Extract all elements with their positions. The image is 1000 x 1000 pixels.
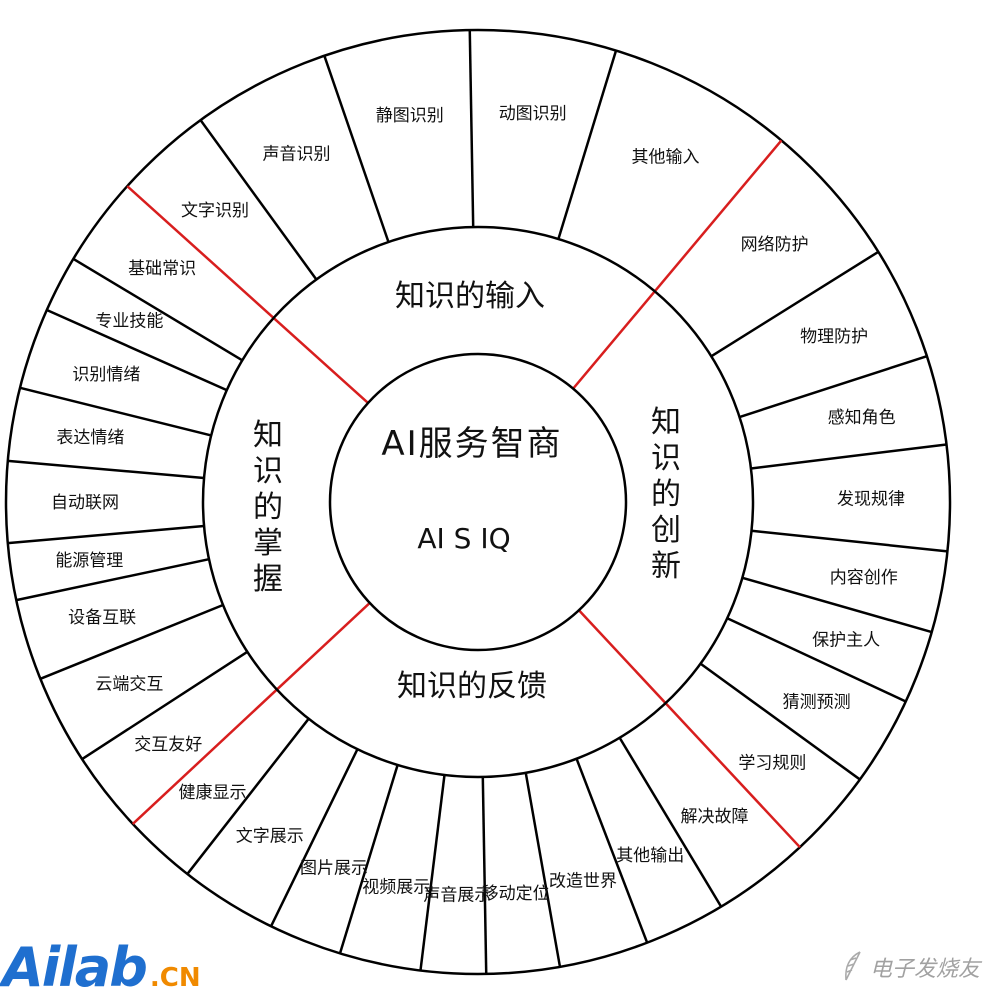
outer-segment-label: 内容创作 xyxy=(830,568,898,588)
quadrant-divider-line xyxy=(572,139,783,390)
outer-segment-label: 保护主人 xyxy=(812,631,880,651)
segment-divider-line xyxy=(524,772,562,968)
segment-divider-line xyxy=(575,758,649,944)
segment-divider-line xyxy=(186,717,310,875)
segment-divider-line xyxy=(72,257,243,362)
quadrant-divider-line xyxy=(131,602,371,825)
segment-divider-line xyxy=(269,748,359,927)
outer-segment-label: 学习规则 xyxy=(738,753,806,773)
outer-segment-label: 网络防护 xyxy=(741,235,809,255)
outer-segment-label: 专业技能 xyxy=(95,312,163,332)
segment-divider-line xyxy=(751,529,948,553)
outer-segment-label: 物理防护 xyxy=(800,327,868,347)
outer-segment-label: 其他输入 xyxy=(632,148,700,168)
middle-ring xyxy=(201,225,755,779)
inner-circle xyxy=(328,352,628,652)
outer-segment-label: 交互友好 xyxy=(134,735,202,755)
watermark: 电子发烧友 xyxy=(842,950,980,984)
feather-icon xyxy=(845,951,861,981)
core-title: AI服务智商 xyxy=(381,424,562,464)
segment-divider-line xyxy=(19,386,212,437)
outer-segment-label: 自动联网 xyxy=(51,493,119,513)
outer-segment-label: 视频展示 xyxy=(362,877,430,897)
outer-segment-labels: 静图识别 动图识别其他输入网络防护物理防护感知角色发现规律内容创作保护主人猜测预测… xyxy=(51,104,905,906)
segment-divider-line xyxy=(739,354,928,419)
quadrant-divider-line xyxy=(578,609,801,849)
segment-divider-line xyxy=(742,576,933,634)
outer-segment-label: 基础常识 xyxy=(128,259,196,279)
logo-text: Ailab xyxy=(2,936,148,999)
middle-circle xyxy=(201,225,755,779)
segment-divider-line xyxy=(46,308,228,392)
knowledge-innovation-char: 知 xyxy=(651,405,681,440)
outer-segment-label: 健康显示 xyxy=(178,783,246,803)
quadrant-divider-line xyxy=(126,185,369,404)
outer-segment-label: 静图识别 xyxy=(376,106,444,126)
outer-segment-label: 解决故障 xyxy=(681,807,749,827)
outer-segment-label: 发现规律 xyxy=(837,490,905,510)
knowledge-innovation-char: 识 xyxy=(651,441,681,476)
outer-segment-label: 文字展示 xyxy=(236,826,304,846)
core-circle: AI服务智商 AI S IQ xyxy=(328,352,628,652)
segment-divider-line xyxy=(7,459,205,480)
ailab-logo: Ailab .CN xyxy=(2,936,201,999)
outer-segment-label: 动图识别 xyxy=(499,104,567,124)
logo-suffix: .CN xyxy=(149,963,201,993)
knowledge-mastery-char: 的 xyxy=(253,490,283,525)
segment-divider-line xyxy=(199,119,318,281)
knowledge-mastery-char: 识 xyxy=(253,454,283,489)
outer-segment-label: 云端交互 xyxy=(95,674,163,694)
outer-segment-label: 图片展示 xyxy=(300,859,368,879)
outer-segment-label: 其他输出 xyxy=(616,846,684,866)
knowledge-innovation-char: 新 xyxy=(651,549,681,584)
segment-divider-line xyxy=(750,443,947,470)
outer-segment-label: 改造世界 xyxy=(549,872,617,892)
middle-labels: 知识的输入 知识的反馈 知 识 的 创 新 知 识 的 掌 握 xyxy=(253,279,681,704)
knowledge-innovation-char: 创 xyxy=(651,513,681,548)
segment-divider-line xyxy=(618,737,723,908)
outer-segment-label: 移动定位 xyxy=(482,884,550,904)
core-subtitle: AI S IQ xyxy=(417,522,510,555)
knowledge-mastery-char: 掌 xyxy=(253,526,283,561)
knowledge-mastery-char: 握 xyxy=(253,562,283,597)
segment-divider-line xyxy=(699,662,861,781)
outer-segment-label: 感知角色 xyxy=(828,408,896,428)
outer-segment-label: 声音展示 xyxy=(423,885,491,905)
outer-segment-label: 猜测预测 xyxy=(783,692,851,712)
outer-segment-label: 表达情绪 xyxy=(56,428,124,448)
segment-divider-line xyxy=(726,617,907,703)
segment-divider-line xyxy=(468,30,475,228)
segment-divider-line xyxy=(81,650,249,761)
knowledge-feedback-label: 知识的反馈 xyxy=(397,669,547,704)
knowledge-input-label: 知识的输入 xyxy=(395,279,545,314)
segment-divider-line xyxy=(419,774,446,971)
outer-segment-label: 能源管理 xyxy=(55,551,123,571)
segment-divider-line xyxy=(338,764,399,954)
knowledge-innovation-char: 的 xyxy=(651,477,681,512)
outer-segment-label: 识别情绪 xyxy=(72,365,140,385)
segment-divider-line xyxy=(39,603,224,680)
segment-divider-line xyxy=(557,50,618,240)
outer-circle xyxy=(4,28,952,976)
knowledge-mastery-char: 知 xyxy=(253,418,283,453)
outer-segment-label: 设备互联 xyxy=(68,608,136,628)
watermark-text: 电子发烧友 xyxy=(870,957,981,982)
outer-segment-label: 声音识别 xyxy=(263,144,331,164)
segment-divider-line xyxy=(7,524,205,545)
segment-divider-line xyxy=(323,55,390,243)
segment-divider-line xyxy=(16,557,210,602)
segment-divider-line xyxy=(481,776,488,974)
outer-segment-label: 文字识别 xyxy=(181,201,249,221)
outer-ring xyxy=(4,28,952,976)
segment-divider-line xyxy=(710,250,879,358)
